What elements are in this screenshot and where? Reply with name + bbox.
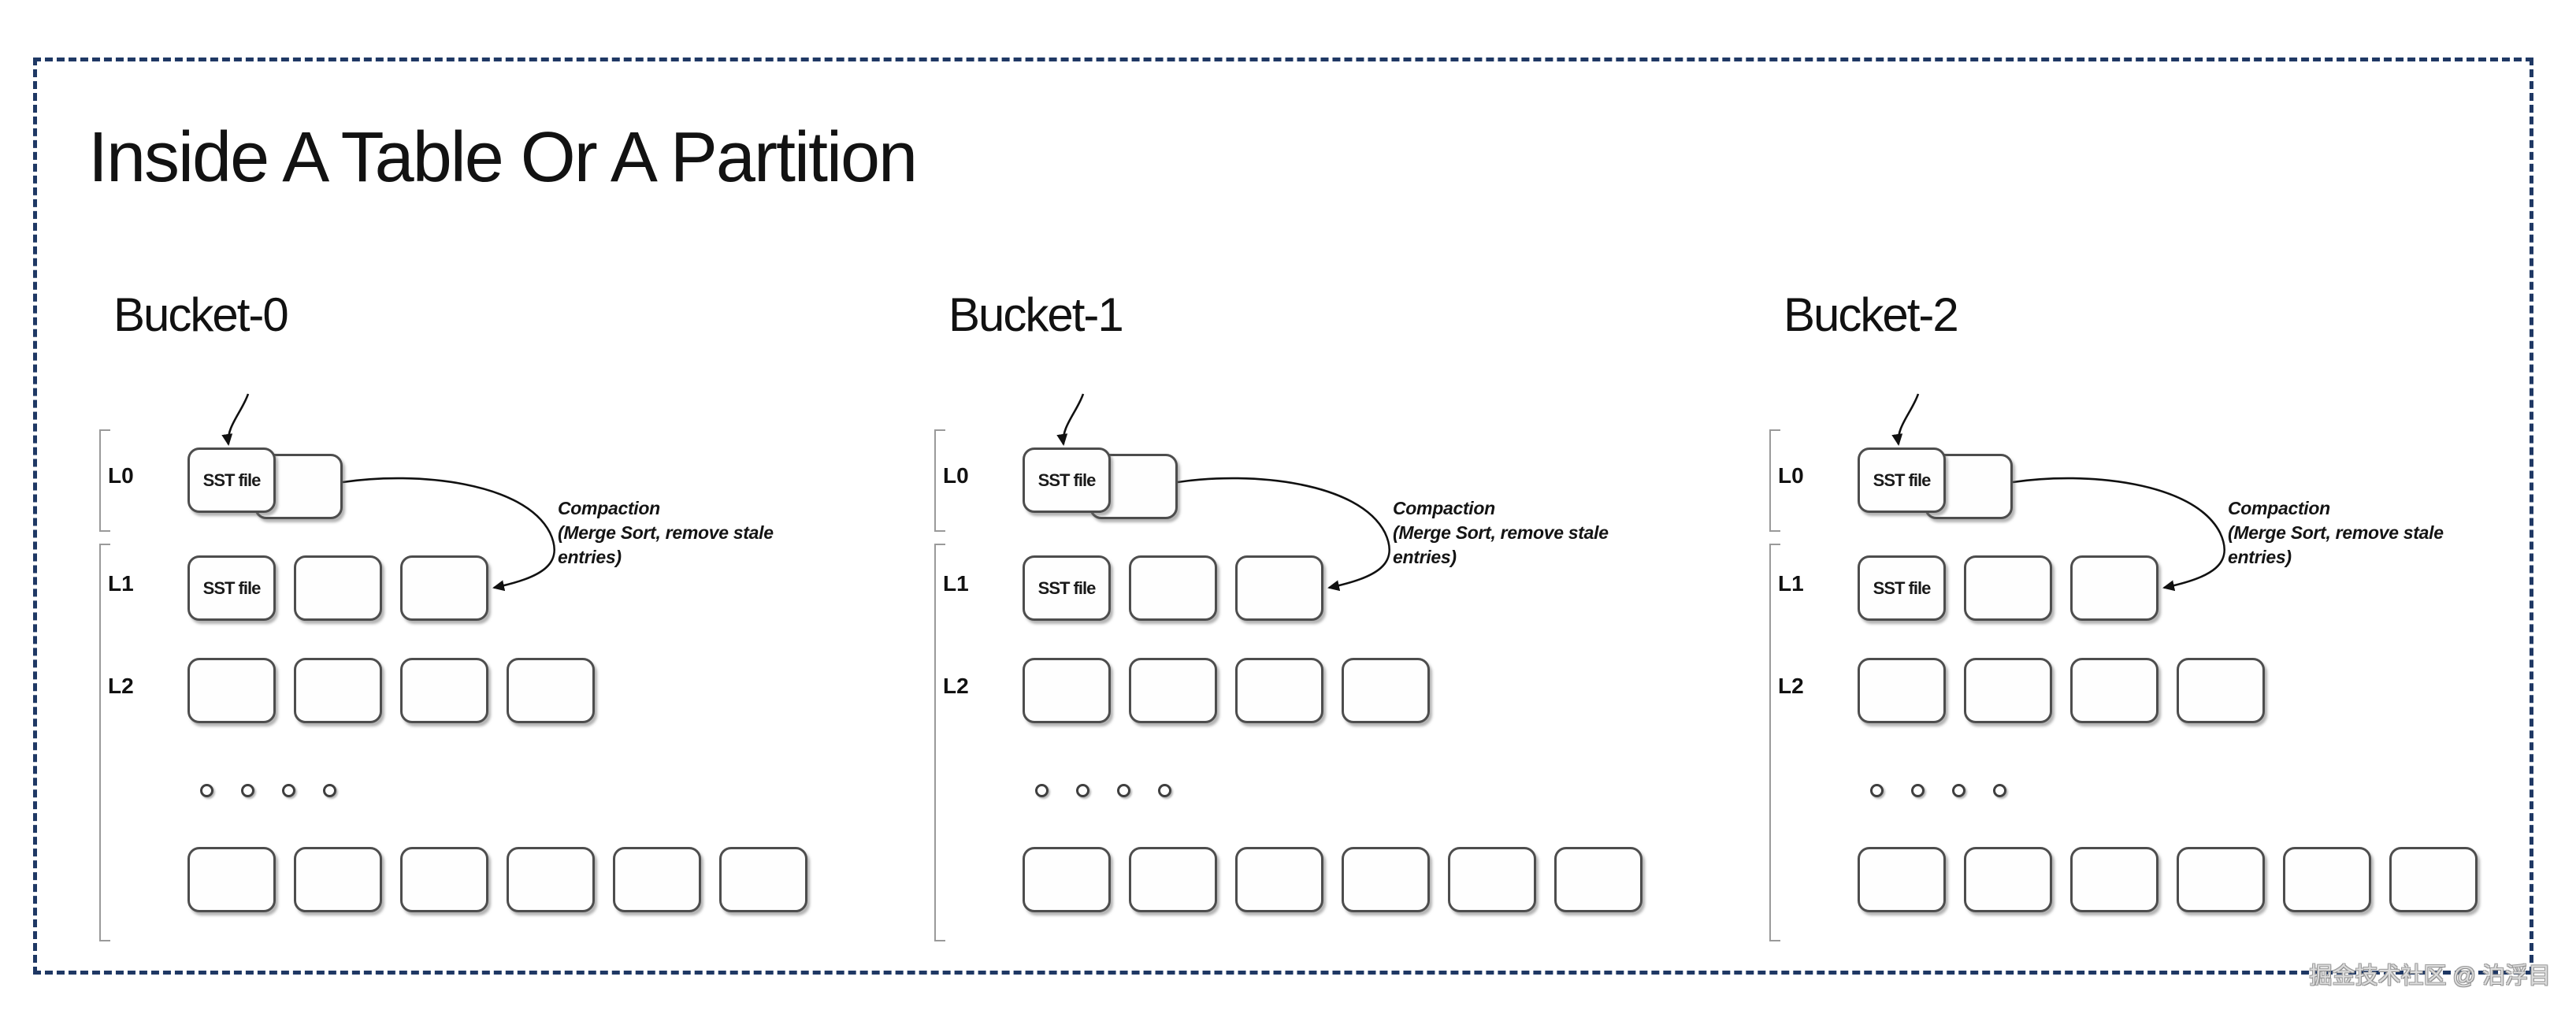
level-bracket-lower	[934, 544, 945, 941]
sst-file-box-unlabeled	[2070, 847, 2158, 912]
sst-file-box-unlabeled	[187, 847, 276, 912]
compaction-annotation-line: (Merge Sort, remove stale	[1393, 522, 1609, 543]
watermark-text: 掘金技术社区 @ 泊浮目	[2309, 964, 2551, 989]
sst-file-label: SST file	[202, 470, 262, 490]
compaction-annotation-line: (Merge Sort, remove stale	[558, 522, 774, 543]
sst-file-box-unlabeled	[2389, 847, 2478, 912]
sst-file-box-unlabeled	[1964, 555, 2052, 621]
compaction-annotation-line: entries)	[2228, 547, 2292, 567]
ellipsis-dot	[1870, 784, 1884, 797]
ellipsis-dot	[1993, 784, 2006, 797]
sst-file-box-unlabeled	[400, 658, 488, 723]
sst-file-box-unlabeled	[1448, 847, 1536, 912]
sst-file-box-unlabeled	[400, 847, 488, 912]
sst-file-box-unlabeled	[2177, 847, 2265, 912]
ellipsis-dot	[1076, 784, 1089, 797]
sst-file-box-unlabeled	[1342, 658, 1430, 723]
bucket-2-diagram: Bucket-2 L0 L1 L2 SST file SST file Comp…	[1749, 284, 2548, 961]
sst-file-box-unlabeled	[1129, 555, 1217, 621]
compaction-annotation-line: (Merge Sort, remove stale	[2228, 522, 2444, 543]
compaction-annotation: Compaction (Merge Sort, remove stale ent…	[558, 496, 774, 570]
ellipsis-dot	[1035, 784, 1049, 797]
ellipsis-dot	[323, 784, 336, 797]
compaction-annotation-line: entries)	[558, 547, 622, 567]
sst-file-box-unlabeled	[294, 555, 382, 621]
level-label-l2: L2	[1778, 674, 1804, 698]
sst-file-box-unlabeled	[1554, 847, 1642, 912]
level-bracket-l0	[1769, 429, 1780, 532]
bucket-label: Bucket-1	[948, 288, 1124, 341]
sst-file-box-unlabeled	[1964, 847, 2052, 912]
sst-file-box-unlabeled	[719, 847, 807, 912]
sst-file-box-unlabeled	[400, 555, 488, 621]
sst-file-box-unlabeled	[294, 847, 382, 912]
ellipsis-dot	[200, 784, 213, 797]
level-label-l0: L0	[1778, 463, 1804, 488]
sst-file-box-unlabeled	[1023, 658, 1111, 723]
level-label-l2: L2	[943, 674, 969, 698]
sst-file-label: SST file	[1037, 577, 1097, 598]
sst-file-box-unlabeled	[1129, 658, 1217, 723]
sst-file-box: SST file	[1023, 447, 1111, 513]
sst-file-label: SST file	[1873, 577, 1932, 598]
sst-file-box-unlabeled	[1129, 847, 1217, 912]
compaction-annotation-line: Compaction	[2228, 498, 2330, 518]
level-bracket-l0	[99, 429, 110, 532]
bucket-0-diagram: Bucket-0 L0 L1 L2 SST file SST file Comp…	[79, 284, 878, 961]
bucket-label: Bucket-0	[113, 288, 289, 341]
slide-dashed-border	[33, 58, 2533, 975]
sst-file-box: SST file	[1858, 555, 1946, 621]
sst-file-box-unlabeled	[1235, 658, 1323, 723]
sst-file-box-unlabeled	[1964, 658, 2052, 723]
sst-file-box-unlabeled	[294, 658, 382, 723]
sst-file-box-unlabeled	[1235, 555, 1323, 621]
ellipsis-dot	[1911, 784, 1925, 797]
bucket-label: Bucket-2	[1784, 288, 1959, 341]
sst-file-box-unlabeled	[507, 658, 595, 723]
sst-file-box-unlabeled	[1023, 847, 1111, 912]
bucket-1-diagram: Bucket-1 L0 L1 L2 SST file SST file Comp…	[914, 284, 1713, 961]
sst-file-box: SST file	[1023, 555, 1111, 621]
compaction-annotation: Compaction (Merge Sort, remove stale ent…	[1393, 496, 1609, 570]
sst-file-box-unlabeled	[2177, 658, 2265, 723]
sst-file-label: SST file	[1037, 470, 1097, 490]
sst-file-box-unlabeled	[1342, 847, 1430, 912]
level-label-l1: L1	[943, 571, 969, 596]
ellipsis-dot	[1158, 784, 1171, 797]
level-label-l1: L1	[108, 571, 134, 596]
level-bracket-l0	[934, 429, 945, 532]
level-label-l2: L2	[108, 674, 134, 698]
sst-file-box-unlabeled	[1858, 847, 1946, 912]
sst-file-box-unlabeled	[1235, 847, 1323, 912]
compaction-annotation: Compaction (Merge Sort, remove stale ent…	[2228, 496, 2444, 570]
level-label-l0: L0	[108, 463, 134, 488]
sst-file-box-unlabeled	[2070, 555, 2158, 621]
sst-file-label: SST file	[202, 577, 262, 598]
level-label-l1: L1	[1778, 571, 1804, 596]
ellipsis-dot	[241, 784, 254, 797]
sst-file-box-unlabeled	[613, 847, 701, 912]
ellipsis-dot	[1952, 784, 1965, 797]
sst-file-box-unlabeled	[2283, 847, 2371, 912]
compaction-annotation-line: entries)	[1393, 547, 1457, 567]
sst-file-label: SST file	[1873, 470, 1932, 490]
compaction-annotation-line: Compaction	[1393, 498, 1495, 518]
sst-file-box: SST file	[187, 447, 276, 513]
compaction-annotation-line: Compaction	[558, 498, 660, 518]
ellipsis-dot	[282, 784, 295, 797]
ellipsis-dot	[1117, 784, 1130, 797]
sst-file-box: SST file	[187, 555, 276, 621]
level-label-l0: L0	[943, 463, 969, 488]
level-bracket-lower	[99, 544, 110, 941]
level-bracket-lower	[1769, 544, 1780, 941]
sst-file-box-unlabeled	[507, 847, 595, 912]
page-title: Inside A Table Or A Partition	[88, 118, 918, 198]
sst-file-box-unlabeled	[187, 658, 276, 723]
sst-file-box-unlabeled	[1858, 658, 1946, 723]
sst-file-box: SST file	[1858, 447, 1946, 513]
sst-file-box-unlabeled	[2070, 658, 2158, 723]
